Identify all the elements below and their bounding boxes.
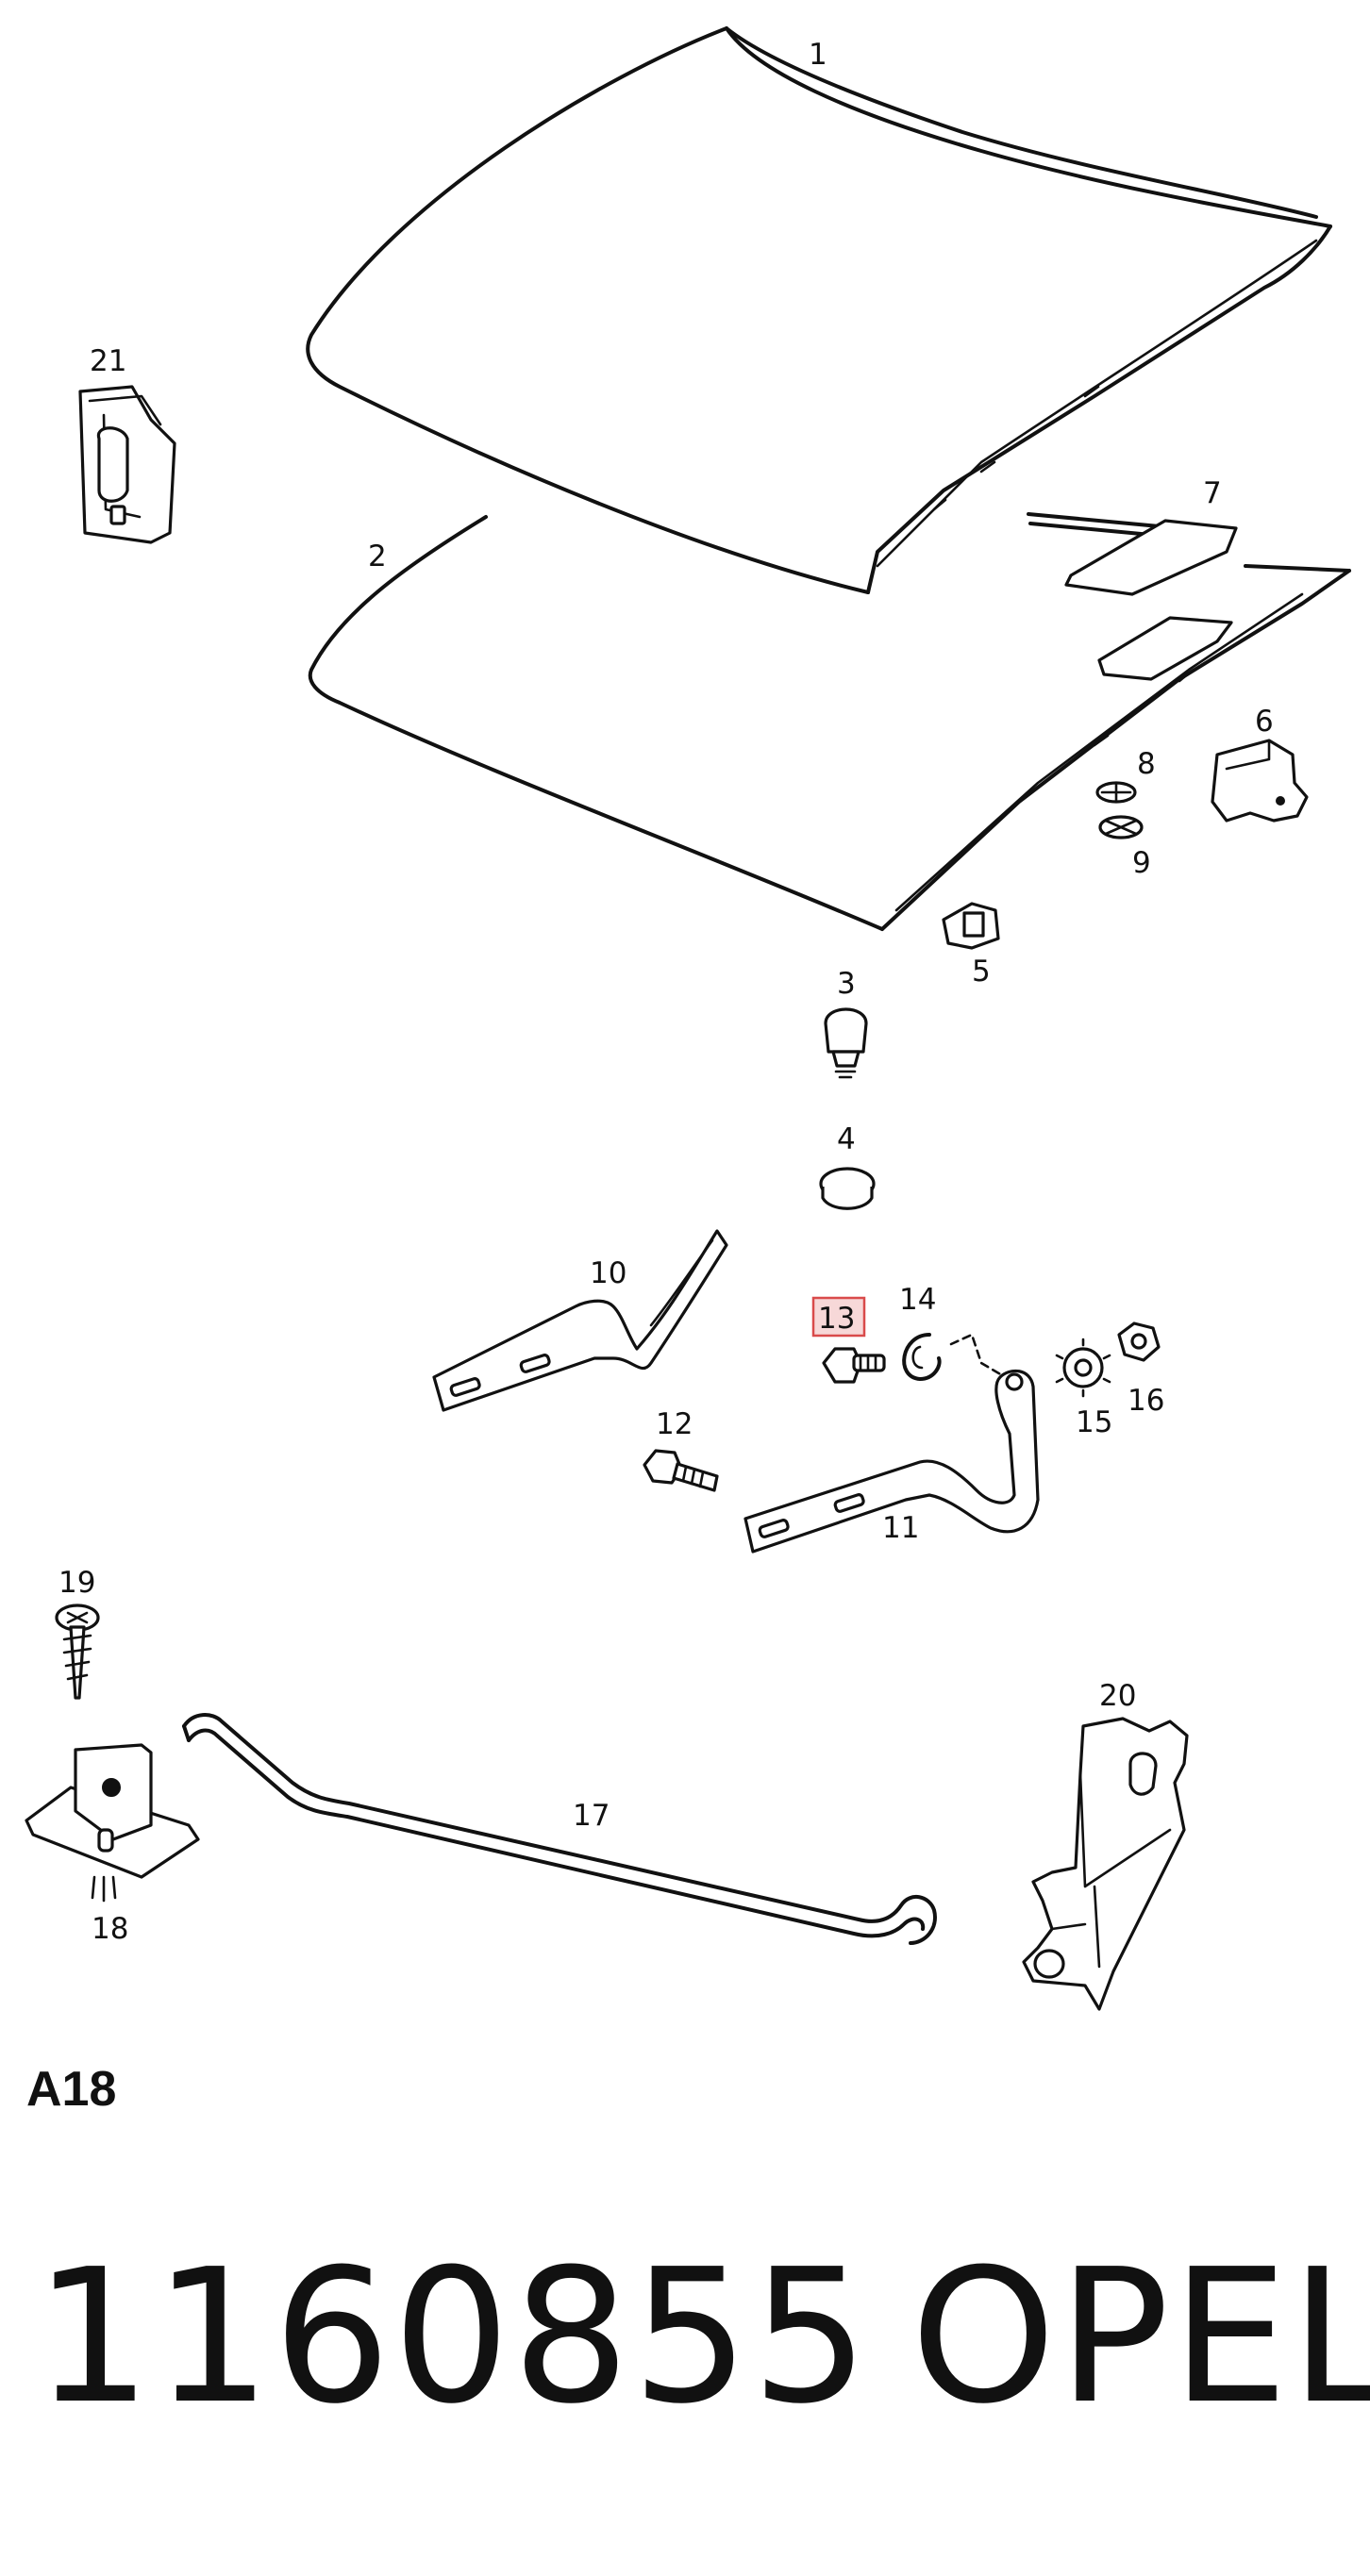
brand-name: OPEL xyxy=(911,2230,1370,2445)
part-label-15: 15 xyxy=(1076,1405,1112,1439)
svg-text:19: 19 xyxy=(58,1566,95,1600)
part-label-12: 12 xyxy=(656,1407,693,1441)
part-label-20: 20 xyxy=(1099,1679,1136,1713)
svg-text:7: 7 xyxy=(1203,476,1222,510)
hood-hinge-right[interactable] xyxy=(743,1333,1040,1554)
hood-latch-bracket[interactable] xyxy=(1211,739,1309,823)
part-label-7: 7 xyxy=(1203,476,1222,510)
section-code: A18 xyxy=(26,2062,117,2117)
clip-9[interactable] xyxy=(1098,815,1144,839)
bolt-12[interactable] xyxy=(643,1449,719,1492)
svg-text:3: 3 xyxy=(837,967,856,1001)
lock-washer-15[interactable] xyxy=(1055,1338,1111,1398)
part-label-11: 11 xyxy=(882,1511,919,1545)
mounting-block-18[interactable] xyxy=(25,1743,200,1903)
rubber-buffer-3[interactable] xyxy=(824,1007,868,1079)
part-label-21: 21 xyxy=(90,344,126,378)
part-number: 1160855 xyxy=(34,2230,871,2445)
hood-seal-strip[interactable] xyxy=(1027,512,1238,681)
bolt-13[interactable] xyxy=(822,1347,886,1384)
svg-text:11: 11 xyxy=(882,1511,919,1545)
part-label-16: 16 xyxy=(1128,1384,1164,1418)
part-label-17: 17 xyxy=(573,1799,610,1833)
part-label-4: 4 xyxy=(837,1122,856,1156)
side-clip-21[interactable] xyxy=(78,385,176,544)
part-label-14: 14 xyxy=(899,1283,936,1317)
part-label-18: 18 xyxy=(92,1912,128,1946)
svg-text:9: 9 xyxy=(1132,846,1151,880)
bracket-5[interactable] xyxy=(942,902,1000,950)
part-label-13-highlight[interactable]: 13 xyxy=(811,1296,866,1338)
screw-19[interactable] xyxy=(55,1604,100,1700)
svg-text:20: 20 xyxy=(1099,1679,1136,1713)
nut-16[interactable] xyxy=(1117,1321,1161,1362)
svg-text:14: 14 xyxy=(899,1283,936,1317)
part-label-3: 3 xyxy=(837,967,856,1001)
c-clip-14[interactable] xyxy=(902,1333,942,1381)
stay-rod-holder-20[interactable] xyxy=(1022,1717,1189,2011)
svg-text:13: 13 xyxy=(818,1302,855,1336)
plug-4[interactable] xyxy=(819,1167,876,1210)
part-label-19: 19 xyxy=(58,1566,95,1600)
hood-stay-rod[interactable] xyxy=(182,1713,937,1945)
part-label-5: 5 xyxy=(972,955,991,989)
part-label-8: 8 xyxy=(1137,747,1156,781)
svg-text:6: 6 xyxy=(1255,705,1274,739)
svg-text:21: 21 xyxy=(90,344,126,378)
svg-text:16: 16 xyxy=(1128,1384,1164,1418)
svg-text:17: 17 xyxy=(573,1799,610,1833)
hood-outer-panel[interactable] xyxy=(306,26,1332,594)
part-label-9: 9 xyxy=(1132,846,1151,880)
svg-text:1: 1 xyxy=(809,38,827,72)
svg-text:12: 12 xyxy=(656,1407,693,1441)
svg-text:2: 2 xyxy=(368,540,387,573)
svg-text:10: 10 xyxy=(590,1256,627,1290)
svg-text:5: 5 xyxy=(972,955,991,989)
part-label-6: 6 xyxy=(1255,705,1274,739)
part-label-10: 10 xyxy=(590,1256,627,1290)
svg-text:15: 15 xyxy=(1076,1405,1112,1439)
part-label-2: 2 xyxy=(368,540,387,573)
clip-8[interactable] xyxy=(1095,781,1137,804)
svg-text:18: 18 xyxy=(92,1912,128,1946)
svg-text:8: 8 xyxy=(1137,747,1156,781)
hood-inner-panel[interactable] xyxy=(308,515,1351,931)
hood-hinge-left[interactable] xyxy=(432,1229,728,1412)
part-label-1: 1 xyxy=(809,38,827,72)
svg-text:4: 4 xyxy=(837,1122,856,1156)
